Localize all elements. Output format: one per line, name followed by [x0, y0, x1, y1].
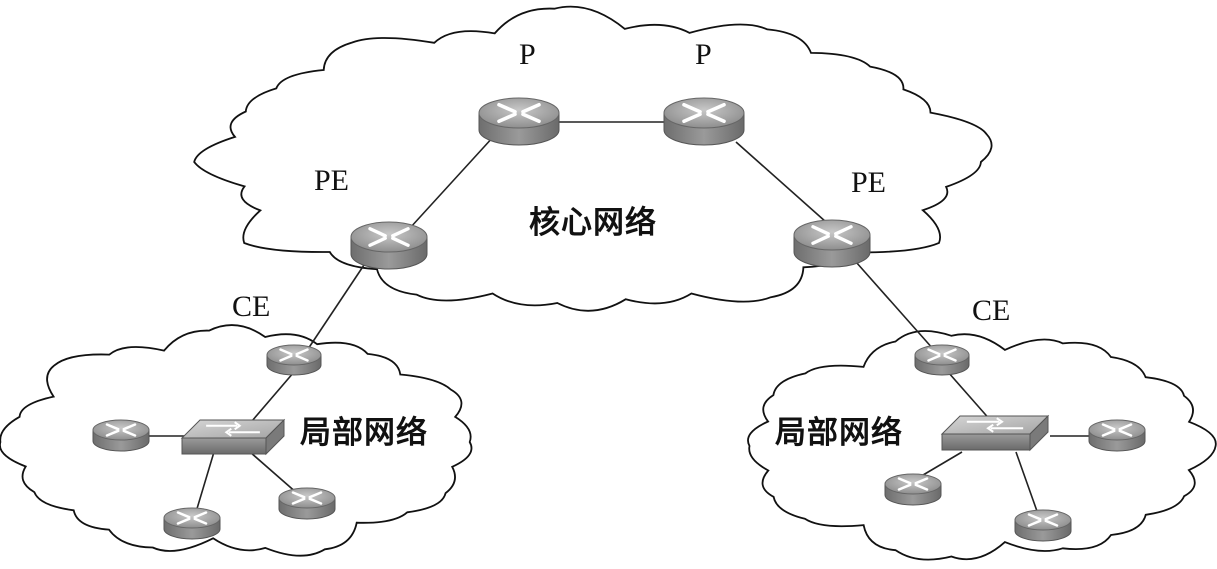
link-switch-right-router-left [917, 451, 963, 479]
link-pe-left-p-left [409, 135, 495, 229]
p-left-router-icon [478, 97, 560, 146]
ce-left-label: CE [232, 290, 271, 323]
local-right-router-2-icon [884, 473, 942, 506]
link-switch-left-router-bottom [195, 451, 215, 513]
link-p-right-pe-right [735, 141, 827, 223]
local-right-router-3-icon [1014, 509, 1072, 542]
local-left-router-2-icon [163, 507, 221, 540]
pe-left-label: PE [314, 164, 350, 197]
local-left-router-3-icon [278, 487, 336, 520]
ce-left-router-icon [266, 344, 322, 376]
p-right-label: P [695, 38, 712, 71]
link-pe-right-ce-right [855, 261, 935, 351]
pe-right-label: PE [851, 166, 887, 199]
switch-right-icon [940, 414, 1050, 452]
link-switch-right-router-bottom [1015, 451, 1039, 515]
local-network-left-label: 局部网络 [300, 415, 428, 451]
local-left-router-1-icon [92, 419, 150, 452]
link-ce-right-switch-right [947, 371, 993, 423]
link-switch-left-router-right [249, 451, 299, 495]
local-network-right-label: 局部网络 [775, 415, 903, 451]
ce-right-router-icon [914, 344, 970, 376]
switch-left-icon [180, 418, 286, 456]
link-ce-left-switch-left [245, 371, 295, 429]
core-network-label: 核心网络 [529, 205, 657, 241]
core-network-cloud [193, 5, 993, 312]
p-right-router-icon [663, 97, 745, 146]
pe-left-router-icon [350, 221, 428, 270]
p-left-label: P [519, 38, 536, 71]
local-right-router-1-icon [1088, 419, 1146, 452]
ce-right-label: CE [972, 294, 1011, 327]
link-pe-left-ce-left [305, 261, 367, 353]
pe-right-router-icon [793, 219, 871, 268]
